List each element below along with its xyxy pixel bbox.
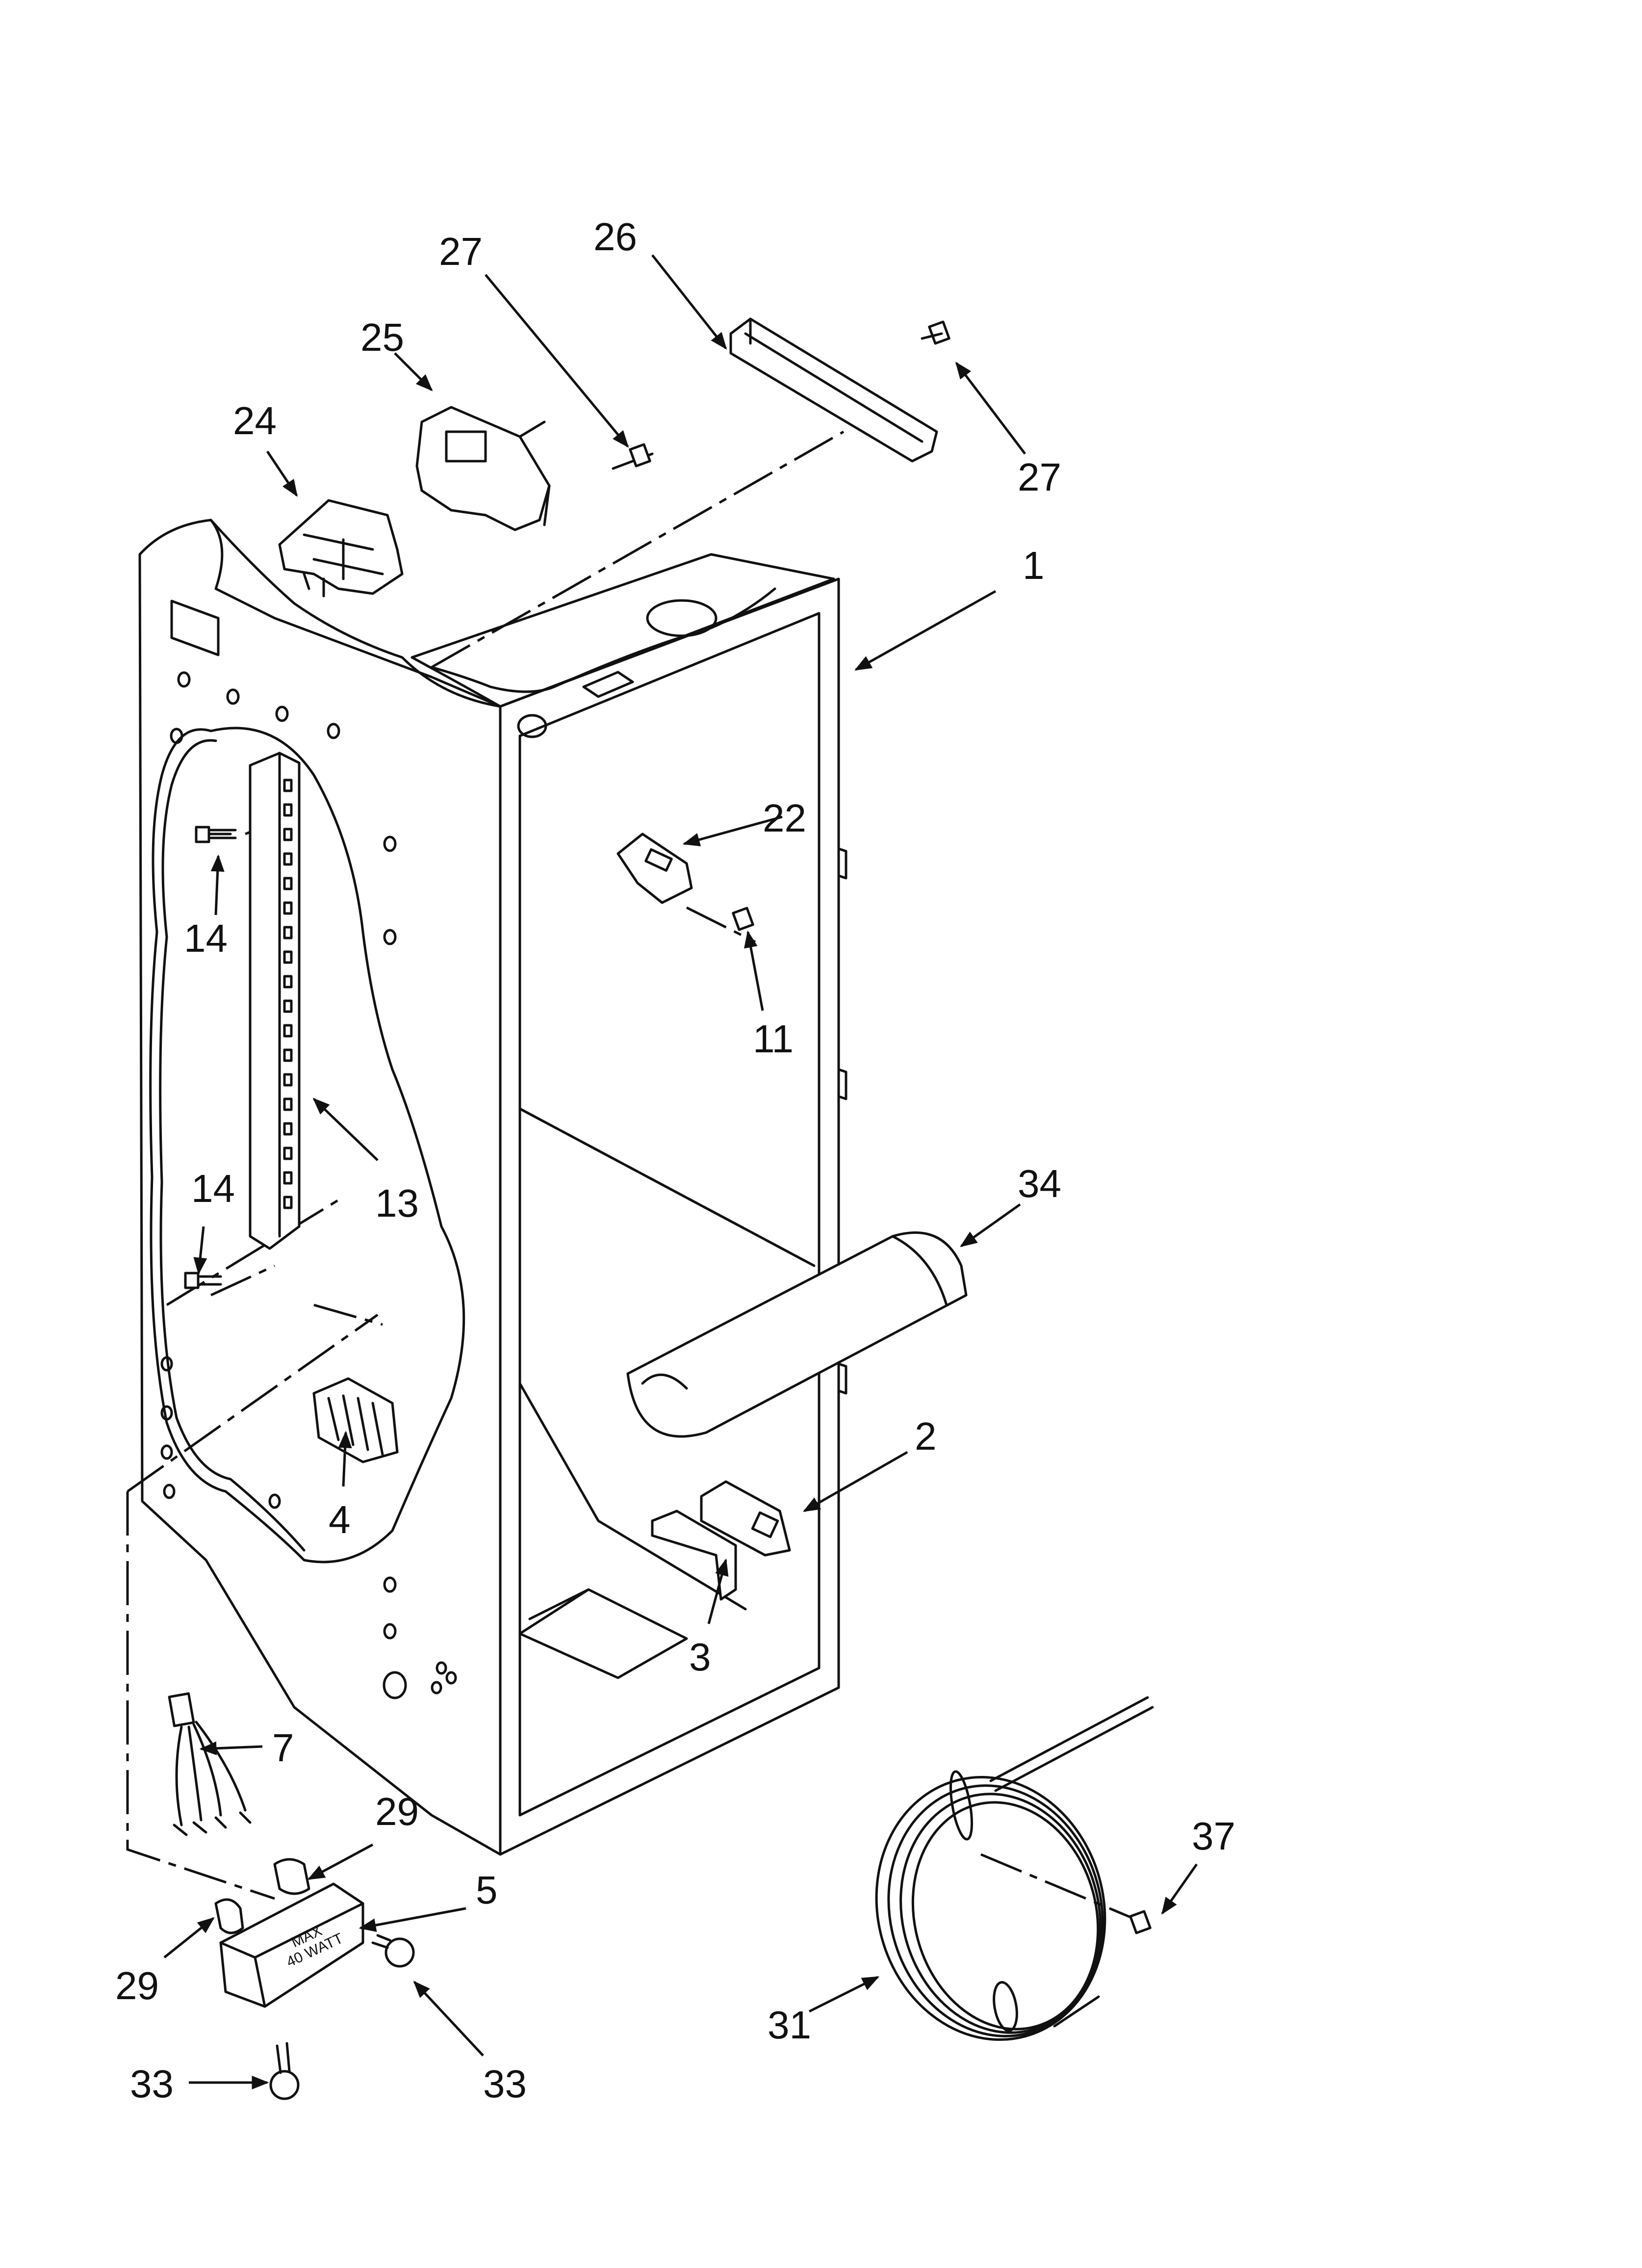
callout-1: 1 <box>1023 544 1045 587</box>
drawer-support <box>651 1510 737 1601</box>
control-mounting-bracket <box>415 406 551 531</box>
callout-labels: 26 27 25 24 27 1 22 11 14 13 14 34 4 2 3… <box>115 215 1235 2106</box>
callout-29-left: 29 <box>115 1964 159 2007</box>
callout-29-right: 29 <box>375 1790 419 1833</box>
water-tubing-coil <box>875 1696 1154 2041</box>
light-socket-clip-right <box>273 1858 310 1895</box>
control-housing <box>278 499 404 598</box>
callout-26: 26 <box>593 215 637 259</box>
callout-7: 7 <box>272 1726 294 1770</box>
inner-mounting-bracket <box>616 833 693 904</box>
bracket-mounting-screw <box>732 907 754 931</box>
air-diffuser-grille <box>312 1377 399 1463</box>
crisper-cover-tube <box>626 1231 968 1438</box>
callout-4: 4 <box>329 1498 351 1541</box>
light-bulb-left <box>269 2042 300 2100</box>
light-socket-housing: MAX 40 WATT <box>219 1882 364 2008</box>
shelf-ladder-rail <box>249 752 301 1250</box>
tubing-mounting-screw <box>1129 1910 1152 1934</box>
bracket-screw <box>612 443 654 470</box>
shelf-ladder-screw-lower <box>184 1272 222 1289</box>
callout-3: 3 <box>689 1635 711 1679</box>
callout-37: 37 <box>1192 1814 1235 1858</box>
light-socket-clip-left <box>214 1898 244 1934</box>
callout-33-left: 33 <box>130 2062 174 2106</box>
callout-5: 5 <box>476 1868 498 1912</box>
shelf-ladder-screw-upper <box>195 826 237 843</box>
callout-27-upper: 27 <box>439 230 483 273</box>
callout-34: 34 <box>1018 1162 1061 1205</box>
callout-22: 22 <box>763 796 806 840</box>
callout-31: 31 <box>768 2003 811 2047</box>
callout-13: 13 <box>375 1181 419 1225</box>
callout-24: 24 <box>233 399 277 443</box>
light-bulb-right <box>371 1934 415 1968</box>
light-wire-harness <box>168 1692 252 1836</box>
callout-14-lower: 14 <box>191 1167 235 1210</box>
callout-33-right: 33 <box>483 2062 527 2106</box>
callout-11: 11 <box>753 1017 794 1061</box>
callout-27-right: 27 <box>1018 455 1061 499</box>
leader-arrows <box>163 254 1198 2089</box>
callout-14-upper: 14 <box>184 916 228 960</box>
callout-25: 25 <box>360 315 404 359</box>
drawer-slide-bracket <box>700 1480 791 1557</box>
channel-rail-screw <box>921 320 950 345</box>
callout-2: 2 <box>915 1414 937 1458</box>
top-channel-rail <box>729 317 938 463</box>
cabinet-liner <box>138 519 847 1856</box>
